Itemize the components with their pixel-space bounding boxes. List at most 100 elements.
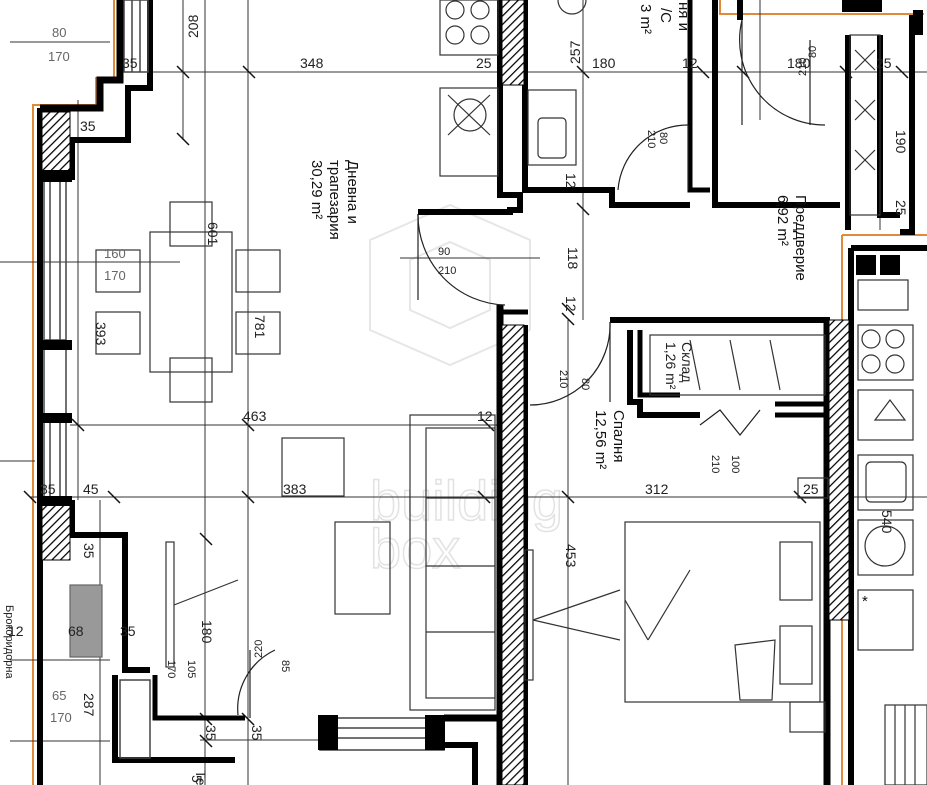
- watermark: building box: [369, 203, 564, 581]
- svg-text:100: 100: [729, 455, 741, 473]
- svg-text:453: 453: [563, 544, 579, 568]
- bathroom-area: 3 m²: [637, 4, 654, 34]
- windows: [43, 0, 445, 759]
- svg-text:105: 105: [185, 660, 197, 678]
- opening-labels: 80 170 160 170 65 170 90 210: [48, 25, 456, 725]
- room-label-living: Дневна и трапезария 30,29 m²: [308, 160, 361, 240]
- dim-35e: 35: [120, 623, 136, 639]
- bathroom-name-2: /C: [657, 8, 674, 23]
- svg-text:160: 160: [104, 246, 126, 261]
- svg-text:210: 210: [797, 58, 809, 76]
- dim-383: 383: [283, 481, 307, 497]
- svg-text:540: 540: [879, 510, 895, 534]
- terrace-name: Тероса: [193, 770, 209, 785]
- svg-text:257: 257: [567, 40, 583, 64]
- doors: [237, 19, 826, 718]
- svg-text:170: 170: [104, 268, 126, 283]
- dim-45: 45: [83, 481, 99, 497]
- dim-208: 208: [185, 14, 201, 38]
- dim-601: 601: [205, 222, 221, 246]
- dim-25d: 25: [803, 481, 819, 497]
- door-label-bed-h: 210: [557, 370, 569, 388]
- hall-name: Преддверие: [792, 195, 809, 281]
- bed: [624, 521, 821, 703]
- svg-text:118: 118: [565, 247, 581, 270]
- svg-text:393: 393: [93, 322, 109, 346]
- dim-25b: 25: [876, 55, 892, 71]
- room-label-bedroom: Спалня 12,56 m²: [592, 410, 627, 469]
- svg-text:25: 25: [893, 200, 909, 216]
- svg-text:170: 170: [48, 49, 70, 64]
- door-label-terrace-h: 220: [253, 640, 265, 658]
- door-label-170: 170: [165, 660, 177, 678]
- svg-text:90: 90: [438, 246, 450, 258]
- svg-text:12: 12: [563, 296, 579, 312]
- svg-text:85: 85: [279, 660, 291, 672]
- svg-text:170: 170: [165, 660, 177, 678]
- room-label-hall: Преддверие 6,92 m²: [774, 195, 809, 281]
- door-label-terrace: 85: [279, 660, 291, 672]
- svg-text:210: 210: [438, 265, 456, 277]
- svg-text:35: 35: [81, 543, 97, 559]
- room-label-terrace: Тероса: [193, 770, 209, 785]
- dimension-texts: 348 25 180 12 180 25 35 463 12 35 45 383…: [8, 55, 892, 639]
- dim-463: 463: [243, 408, 267, 424]
- svg-text:601: 601: [205, 222, 221, 246]
- bedroom-name: Спалня: [610, 410, 627, 462]
- svg-text:781: 781: [252, 315, 268, 339]
- svg-text:220: 220: [253, 640, 265, 658]
- storage-name: Склад: [679, 342, 695, 383]
- dim-348: 348: [300, 55, 324, 71]
- door-label-closet-h: 210: [709, 455, 721, 473]
- dining-table: [149, 231, 233, 373]
- svg-text:80: 80: [52, 25, 66, 40]
- hatched-walls: [41, 0, 850, 785]
- living-name-1: Дневна и: [344, 160, 361, 224]
- svg-text:210: 210: [557, 370, 569, 388]
- star-symbol: *: [862, 593, 868, 610]
- hall-area: 6,92 m²: [774, 195, 791, 246]
- dim-25a: 25: [476, 55, 492, 71]
- bedroom-area: 12,56 m²: [592, 410, 609, 469]
- svg-text:80: 80: [807, 46, 819, 58]
- storage-area: 1,26 m²: [663, 342, 679, 390]
- dim-540: 540: [879, 510, 895, 534]
- living-name-2: трапезария: [326, 160, 343, 240]
- dim-12b: 12: [563, 173, 579, 189]
- walls: [37, 0, 927, 785]
- dim-35g: 35: [249, 725, 265, 741]
- window-blocks: [40, 0, 923, 750]
- dim-12d: 12: [477, 408, 493, 424]
- dim-35d: 35: [81, 543, 97, 559]
- door-label-hall-h: 210: [797, 58, 809, 76]
- watermark-line-1: building: [370, 469, 563, 532]
- svg-text:35: 35: [203, 725, 219, 741]
- dim-287: 287: [81, 693, 97, 717]
- door-label-bed: 80: [579, 378, 591, 390]
- dim-35a: 35: [122, 55, 138, 71]
- door-label-105: 105: [185, 660, 197, 678]
- dim-12a: 12: [682, 55, 698, 71]
- svg-text:80: 80: [657, 132, 669, 144]
- door-label-bath-h: 210: [645, 130, 657, 148]
- svg-text:35: 35: [249, 725, 265, 741]
- door-label-hall: 80: [807, 46, 819, 58]
- dim-12c: 12: [563, 296, 579, 312]
- dim-180c: 180: [199, 620, 215, 644]
- svg-text:5: 5: [189, 775, 205, 783]
- svg-text:12: 12: [563, 173, 579, 189]
- dim-393: 393: [93, 322, 109, 346]
- furniture: [69, 0, 927, 785]
- svg-text:65: 65: [52, 688, 66, 703]
- bathroom-name-1: ня и: [675, 2, 692, 31]
- dim-190: 190: [893, 130, 909, 154]
- door-label-closet: 100: [729, 455, 741, 473]
- svg-text:287: 287: [81, 693, 97, 717]
- dim-180a: 180: [592, 55, 616, 71]
- dim-35b: 35: [80, 118, 96, 134]
- dim-68: 68: [68, 623, 84, 639]
- corridor-name: Брокоридорна: [3, 605, 15, 679]
- dim-35c: 35: [40, 481, 56, 497]
- svg-text:170: 170: [50, 710, 72, 725]
